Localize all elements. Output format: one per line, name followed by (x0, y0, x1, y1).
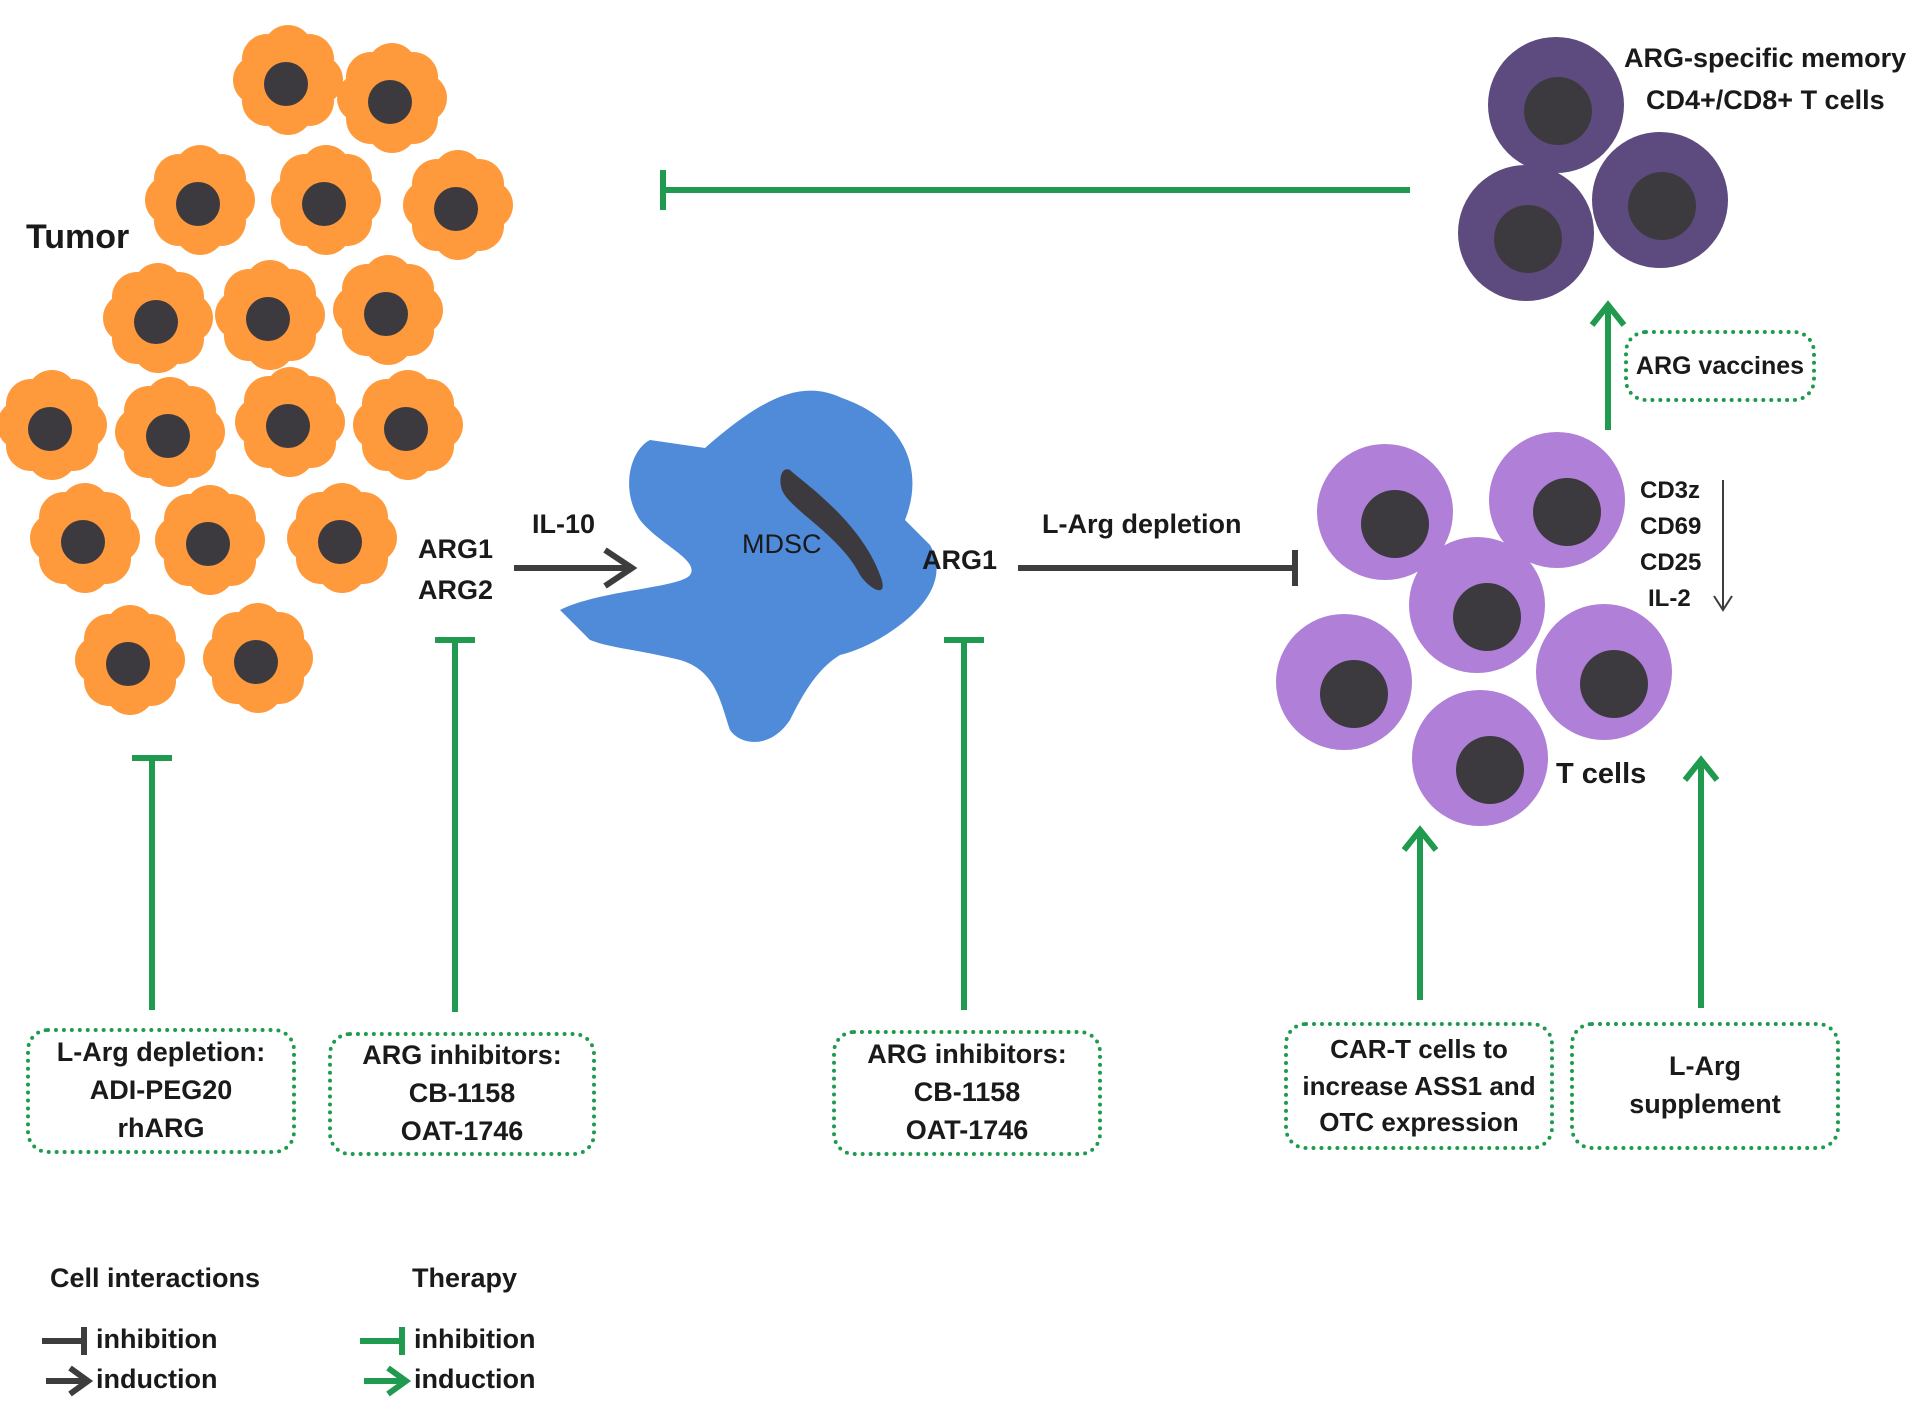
arg-inhibitor-tumor-arrow (435, 637, 475, 1012)
legend-therapy-induction-label: induction (414, 1364, 536, 1394)
memory-cell-cluster (1458, 37, 1728, 301)
tumor-cell (337, 43, 447, 153)
tumor-cell (353, 370, 463, 480)
arg-inhibitors-mdsc-line1: ARG inhibitors: (867, 1039, 1067, 1070)
memory-t-cell (1458, 165, 1594, 301)
tumor-label: Tumor (26, 218, 130, 256)
mdsc-label: MDSC (742, 529, 822, 559)
t-cell-cluster (1276, 432, 1672, 826)
larg-supplement-line2: supplement (1629, 1089, 1781, 1119)
t-cell (1489, 432, 1625, 568)
marker-cd25: CD25 (1640, 549, 1702, 576)
tumor-arg1-label: ARG1 (418, 534, 494, 564)
memory-label-line1: ARG-specific memory (1624, 43, 1907, 73)
tumor-cell (287, 483, 397, 593)
larg-supplement-box: L-Arg supplement (1570, 1022, 1840, 1150)
arg-inhibitor-mdsc-arrow (944, 637, 984, 1010)
legend-cell-inhibition-symbol (42, 1327, 87, 1355)
arg-inhibitors-mdsc-box: ARG inhibitors: CB-1158 OAT-1746 (832, 1030, 1102, 1156)
legend-therapy-title: Therapy (412, 1263, 518, 1293)
tumor-cell (0, 370, 107, 480)
car-t-line2: increase ASS1 and (1302, 1070, 1536, 1101)
il10-induction-arrow (514, 547, 638, 589)
larg-depletion-label: L-Arg depletion (1042, 509, 1242, 539)
memory-t-cell (1488, 37, 1624, 173)
legend-cell-interactions-title: Cell interactions (50, 1263, 261, 1293)
memory-t-cell (1592, 132, 1728, 268)
legend-cell-induction-symbol (46, 1365, 94, 1397)
larg-supplement-induction-arrow (1682, 755, 1720, 1008)
car-t-therapy-box: CAR-T cells to increase ASS1 and OTC exp… (1284, 1022, 1554, 1150)
t-cell (1317, 444, 1453, 580)
car-t-line1: CAR-T cells to (1330, 1034, 1508, 1065)
marker-il2: IL-2 (1648, 585, 1691, 612)
t-cells-label: T cells (1556, 758, 1647, 790)
memory-label-line2: CD4+/CD8+ T cells (1646, 85, 1885, 115)
legend-cell-inhibition-label: inhibition (96, 1324, 218, 1354)
legend-therapy-inhibition-label: inhibition (414, 1324, 536, 1354)
larg-depletion-therapy-box: L-Arg depletion: ADI-PEG20 rhARG (26, 1028, 296, 1154)
vaccine-induction-arrow (1589, 300, 1627, 430)
marker-cd3z: CD3z (1640, 477, 1701, 504)
t-cell (1276, 614, 1412, 750)
tumor-cell (145, 145, 255, 255)
tumor-cell (271, 145, 381, 255)
tumor-cluster (0, 25, 513, 715)
larg-depletion-therapy-line3: rhARG (117, 1112, 205, 1143)
legend-therapy-inhibition-symbol (360, 1327, 405, 1355)
tumor-cell (30, 483, 140, 593)
tumor-cell (203, 603, 313, 713)
arg-vaccines-text: ARG vaccines (1635, 351, 1805, 380)
marker-cd69: CD69 (1640, 513, 1702, 540)
larg-depletion-inhibition-arrow (1018, 550, 1298, 586)
arg-inhibitors-tumor-box: ARG inhibitors: CB-1158 OAT-1746 (328, 1032, 596, 1156)
larg-depletion-therapy-line2: ADI-PEG20 (89, 1075, 233, 1106)
tumor-arg2-label: ARG2 (418, 575, 494, 605)
memory-inhibits-tumor-arrow (660, 170, 1410, 210)
mdsc-arg1-label: ARG1 (922, 545, 998, 575)
arg-vaccines-box: ARG vaccines (1624, 330, 1816, 402)
car-t-induction-arrow (1401, 825, 1439, 1000)
marker-downregulation-arrow (1713, 480, 1733, 612)
tumor-cell (233, 25, 343, 135)
car-t-line3: OTC expression (1319, 1107, 1519, 1138)
legend-cell-induction-label: induction (96, 1364, 218, 1394)
tumor-cell (75, 605, 185, 715)
tumor-cell (333, 255, 443, 365)
t-cell (1409, 537, 1545, 673)
legend-therapy-induction-symbol (364, 1365, 412, 1397)
tumor-cell (235, 367, 345, 477)
mdsc-cell (560, 390, 937, 742)
larg-depletion-therapy-arrow (132, 755, 172, 1010)
arg-inhibitors-tumor-line3: OAT-1746 (400, 1115, 524, 1146)
il10-label: IL-10 (532, 509, 596, 539)
tumor-cell (155, 485, 265, 595)
tumor-cell (215, 260, 325, 370)
arg-inhibitors-mdsc-line3: OAT-1746 (905, 1114, 1029, 1145)
tumor-cell (103, 263, 213, 373)
tumor-cell (403, 150, 513, 260)
arg-inhibitors-mdsc-line2: CB-1158 (913, 1077, 1021, 1108)
larg-supplement-line1: L-Arg (1669, 1051, 1741, 1082)
arg-inhibitors-tumor-line2: CB-1158 (408, 1078, 516, 1109)
arg-inhibitors-tumor-line1: ARG inhibitors: (362, 1040, 562, 1071)
t-cell (1412, 690, 1548, 826)
larg-depletion-therapy-line1: L-Arg depletion: (56, 1037, 266, 1068)
t-cell (1536, 604, 1672, 740)
tumor-cell (115, 377, 225, 487)
